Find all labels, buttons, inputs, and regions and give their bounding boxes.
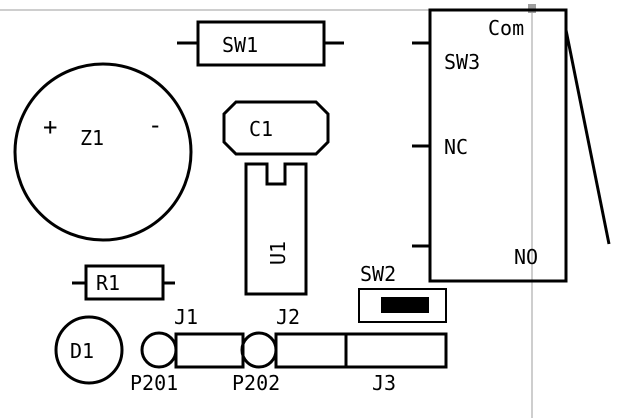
sw3-component[interactable] <box>412 8 611 283</box>
r1-component[interactable]: R1 <box>72 264 175 301</box>
sw3-no-label: NO <box>514 245 538 269</box>
j1-label: J1 <box>174 305 198 329</box>
z1-minus-label: - <box>148 111 162 139</box>
c1-label: C1 <box>249 117 273 141</box>
j3-connector[interactable] <box>344 332 448 369</box>
p202-pad[interactable] <box>240 331 278 369</box>
p201-label: P201 <box>130 371 178 395</box>
p202-label: P202 <box>232 371 280 395</box>
sw2-component[interactable] <box>358 288 447 323</box>
r1-label: R1 <box>96 271 120 295</box>
j2-connector[interactable] <box>274 332 348 369</box>
j2-label: J2 <box>276 305 300 329</box>
c1-component[interactable]: C1 <box>222 100 330 156</box>
j3-label: J3 <box>372 371 396 395</box>
p201-pad[interactable] <box>140 331 178 369</box>
sw3-com-label: Com <box>488 16 524 40</box>
j1-connector[interactable] <box>174 332 245 369</box>
u1-label: U1 <box>266 241 290 265</box>
z1-component[interactable]: + - Z1 <box>13 62 193 242</box>
sw2-label: SW2 <box>360 262 396 286</box>
sw1-component[interactable]: SW1 <box>177 20 344 67</box>
u1-component[interactable]: U1 <box>244 162 308 296</box>
sw3-nc-label: NC <box>444 135 468 159</box>
z1-plus-label: + <box>43 113 57 141</box>
z1-label: Z1 <box>80 126 104 150</box>
sw3-label: SW3 <box>444 50 480 74</box>
sw1-label: SW1 <box>222 33 258 57</box>
d1-label: D1 <box>70 339 94 363</box>
d1-component[interactable]: D1 <box>54 315 124 385</box>
